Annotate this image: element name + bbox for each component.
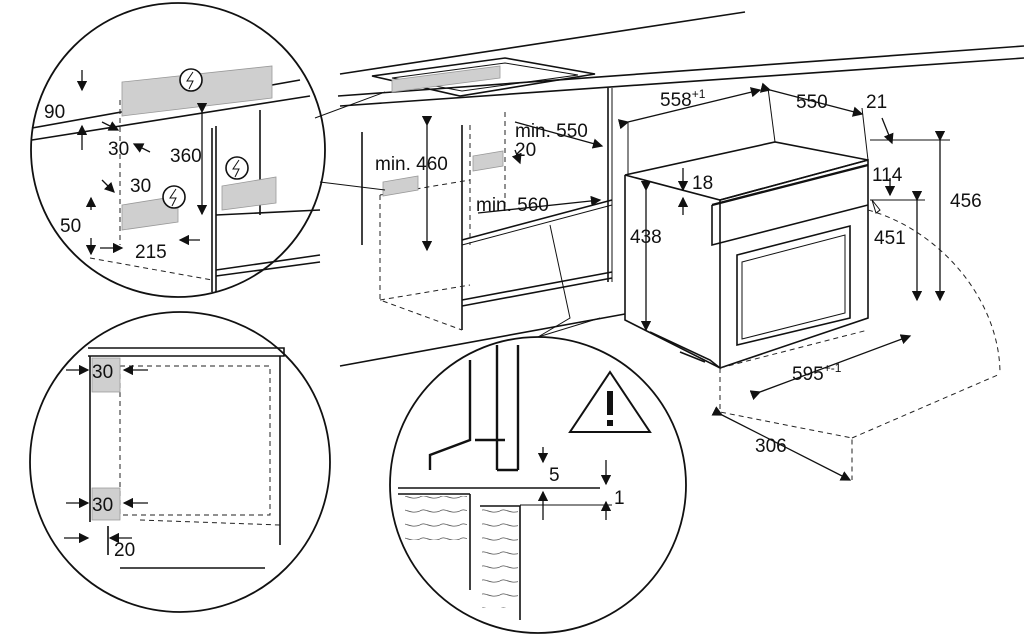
- electrical-connection-icon: [225, 156, 249, 180]
- dim-114: 114: [872, 165, 903, 186]
- dim-min-560: min. 560: [476, 195, 549, 216]
- warning-triangle-icon: [568, 370, 652, 433]
- callout-line: [314, 91, 386, 119]
- dim-451: 451: [874, 228, 906, 249]
- dim-438: 438: [630, 227, 662, 248]
- dim-30-side-top: 30: [92, 362, 113, 383]
- dim-558: 558+1: [660, 87, 706, 111]
- side-gap-detail-circle: [29, 311, 331, 613]
- oven-unit: [617, 82, 1001, 481]
- dim-595: 595+-1: [792, 361, 842, 385]
- dimension-labels: 90 30 360 30 50 215 min. 460 min. 550 20…: [44, 87, 982, 561]
- callout-line: [319, 181, 386, 191]
- installation-gap-detail-circle: [389, 224, 687, 634]
- electrical-connection-icon: [179, 68, 203, 92]
- dim-30-top: 30: [108, 139, 129, 160]
- dim-50: 50: [60, 216, 81, 237]
- dim-min-550: min. 550: [515, 121, 588, 142]
- dim-30-side-bottom: 30: [92, 495, 113, 516]
- dim-5-gap: 5: [549, 465, 560, 486]
- dim-360: 360: [170, 146, 202, 167]
- dim-30-socket: 30: [130, 176, 151, 197]
- dim-20-side: 20: [114, 540, 135, 561]
- dim-90: 90: [44, 102, 65, 123]
- dim-min-460: min. 460: [375, 154, 448, 175]
- dim-21: 21: [866, 92, 887, 113]
- electrical-connection-icon: [162, 185, 186, 209]
- dim-20-niche: 20: [515, 140, 536, 161]
- dim-306: 306: [755, 436, 787, 457]
- socket-detail-circle: [30, 2, 326, 298]
- dim-456: 456: [950, 191, 982, 212]
- dim-1-gap: 1: [614, 488, 625, 509]
- dim-215: 215: [135, 242, 167, 263]
- kitchen-cabinet-scene: [337, 11, 1024, 367]
- dim-550: 550: [796, 92, 828, 113]
- dim-18: 18: [692, 173, 713, 194]
